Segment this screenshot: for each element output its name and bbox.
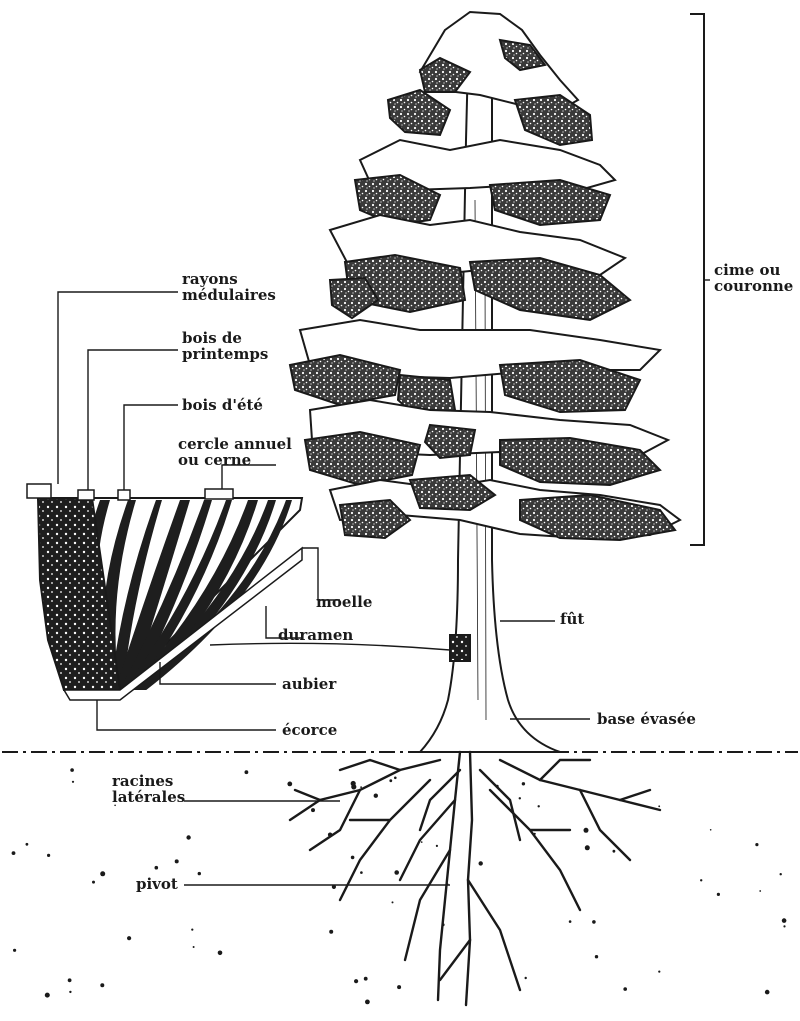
soil-dot [329, 930, 333, 934]
soil-dot [389, 779, 392, 782]
soil-dot [765, 990, 770, 995]
soil-dot [218, 951, 223, 956]
soil-dot [519, 797, 521, 799]
label-base-evasee: base évasée [597, 711, 696, 727]
soil-dot [100, 983, 104, 987]
soil-dot [92, 881, 95, 884]
soil-dot [12, 851, 16, 855]
soil-dot [782, 918, 787, 923]
soil-dot [365, 1000, 370, 1005]
root-system [290, 752, 660, 1005]
soil-dot [360, 871, 363, 874]
soil-dot [351, 781, 356, 786]
soil-dot [658, 971, 660, 973]
label-ecorce: écorce [282, 722, 337, 738]
soil-dot [26, 843, 29, 846]
soil-dot [595, 955, 598, 958]
soil-dot [421, 841, 423, 843]
soil-dot [186, 835, 190, 839]
soil-dot [394, 870, 399, 875]
soil-dot [717, 893, 720, 896]
soil-dot [287, 782, 292, 787]
soil-dot [374, 794, 378, 798]
soil-dot [13, 949, 16, 952]
soil-dot [70, 768, 74, 772]
label-fut: fût [560, 611, 584, 627]
soil-dot [47, 854, 50, 857]
soil-dot [191, 929, 193, 931]
soil-dot [351, 856, 355, 860]
label-pivot: pivot [136, 876, 178, 892]
soil-dot [710, 829, 712, 831]
soil-dot [360, 786, 362, 788]
soil-dot [700, 879, 702, 881]
soil-dot [364, 977, 368, 981]
soil-dot [100, 871, 105, 876]
crown-bracket [690, 14, 704, 545]
soil-dot [613, 850, 616, 853]
log-section [27, 484, 302, 700]
label-duramen: duramen [278, 627, 353, 643]
soil-dot [759, 890, 761, 892]
soil-dot [522, 782, 525, 785]
soil-dot [584, 828, 589, 833]
soil-dot [436, 845, 438, 847]
soil-dot [69, 991, 71, 993]
label-bois-d-ete: bois d'été [182, 397, 263, 413]
soil-dot [479, 861, 483, 865]
soil-dot [755, 843, 758, 846]
soil-dot [311, 808, 315, 812]
soil-dot [569, 920, 572, 923]
soil-dot [585, 845, 590, 850]
soil-dot [780, 873, 782, 875]
soil-dot [68, 978, 72, 982]
label-aubier: aubier [282, 676, 336, 692]
soil-dot [783, 925, 785, 927]
soil-dot [245, 770, 249, 774]
soil-dot [394, 777, 397, 780]
soil-dot [592, 920, 596, 924]
soil-dot [525, 977, 527, 979]
soil-dot [397, 985, 401, 989]
soil-dot [538, 805, 540, 807]
soil-dot [175, 859, 179, 863]
soil-dot [198, 872, 201, 875]
soil-dot [72, 781, 74, 783]
soil-dot [392, 901, 394, 903]
soil-dot [354, 979, 358, 983]
label-moelle: moelle [316, 594, 372, 610]
soil-dot [658, 805, 660, 807]
soil-dot [45, 993, 50, 998]
soil-dot [193, 946, 195, 948]
soil-dot [127, 936, 131, 940]
soil-dot [623, 987, 627, 991]
sample-marker [450, 635, 470, 661]
soil-dot [155, 866, 159, 870]
